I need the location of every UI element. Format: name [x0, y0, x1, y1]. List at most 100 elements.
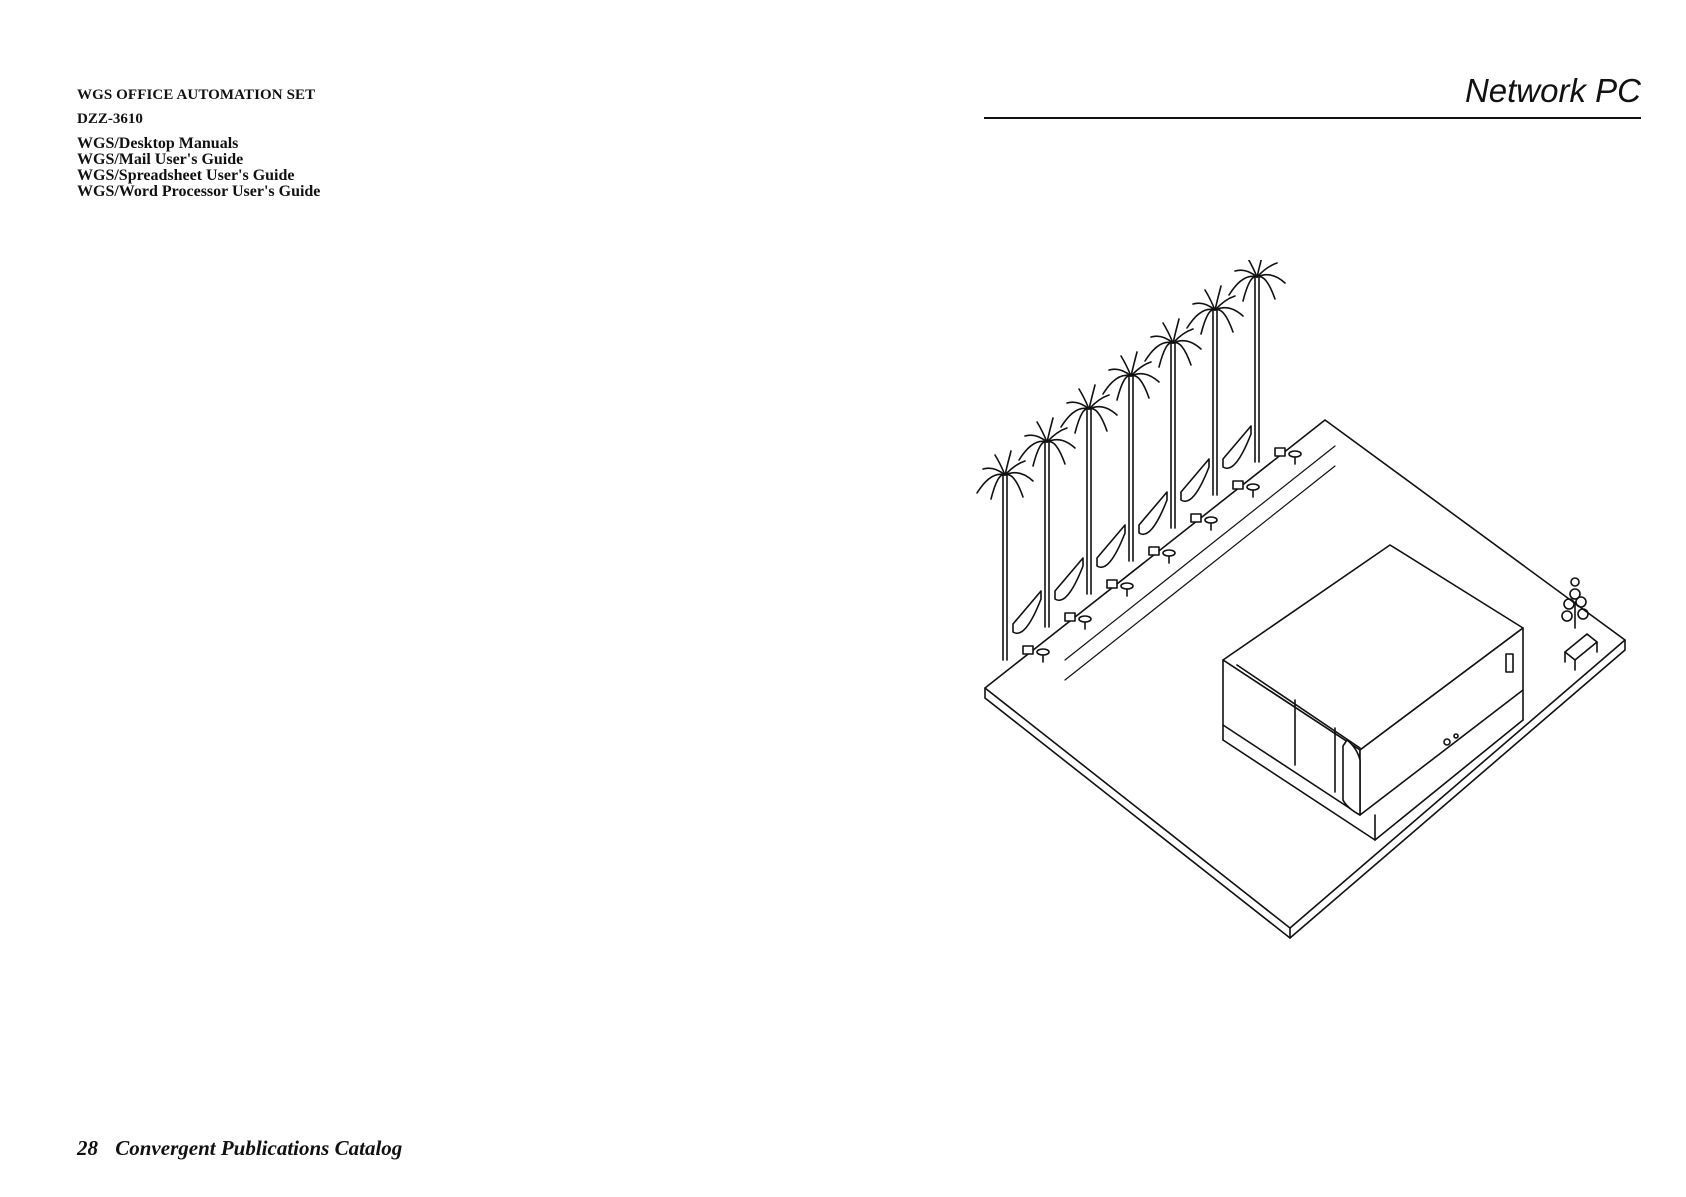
isometric-scene — [976, 252, 1626, 939]
workstation-chair — [1246, 483, 1260, 491]
list-item: WGS/Desktop Manuals — [77, 135, 239, 152]
palm-frond — [1004, 471, 1034, 482]
palm-frond — [1102, 374, 1132, 395]
palm-frond — [1088, 405, 1118, 416]
workstation — [1274, 447, 1302, 465]
workstation-chair — [1204, 516, 1218, 524]
list-item: WGS/Spreadsheet User's Guide — [77, 167, 295, 184]
workstation-monitor — [1106, 579, 1118, 589]
workstation-monitor — [1232, 480, 1244, 490]
palm-frond — [1214, 295, 1236, 311]
palm-frond — [994, 454, 1006, 476]
palm-tree — [1186, 285, 1244, 496]
page-footer: 28 Convergent Publications Catalog — [77, 1136, 402, 1161]
palm-frond — [1162, 322, 1174, 344]
palm-frond — [1172, 341, 1192, 366]
workstation — [1022, 645, 1050, 663]
section-rule — [984, 117, 1641, 119]
workstation-chair — [1162, 549, 1176, 557]
network-pc-unit — [1222, 544, 1524, 841]
palm-frond — [1078, 388, 1090, 410]
left-page-header: WGS OFFICE AUTOMATION SET DZZ-3610 WGS/D… — [77, 86, 497, 200]
palm-frond — [1088, 384, 1096, 410]
palm-frond — [1046, 427, 1068, 443]
set-title: WGS OFFICE AUTOMATION SET — [77, 87, 316, 103]
palm-frond — [1130, 351, 1138, 377]
palm-frond — [1158, 341, 1174, 368]
palm-frond — [990, 473, 1006, 500]
palm-frond — [1228, 275, 1258, 296]
workstation — [1148, 546, 1176, 564]
palm-frond — [1186, 308, 1216, 329]
desk-panel — [1138, 491, 1168, 536]
palm-frond — [1204, 289, 1216, 311]
palm-frond — [1214, 306, 1244, 317]
palm-frond — [1024, 434, 1048, 443]
workstation-chair — [1036, 648, 1050, 656]
palm-tree — [1228, 252, 1286, 463]
palm-frond — [1144, 341, 1174, 362]
workstation-monitor — [1190, 513, 1202, 523]
palm-frond — [1004, 473, 1024, 498]
palm-frond — [1004, 450, 1012, 476]
palm-frond — [1088, 394, 1110, 410]
palm-tree — [1144, 318, 1202, 529]
page-number: 28 — [77, 1136, 98, 1160]
palm-frond — [1130, 374, 1150, 399]
palm-frond — [1108, 368, 1132, 377]
palm-frond — [1088, 407, 1108, 432]
palm-frond — [1066, 401, 1090, 410]
palm-row — [976, 252, 1302, 663]
palm-frond — [1172, 339, 1202, 350]
palm-tree — [976, 450, 1034, 661]
manual-list: WGS/Desktop Manuals WGS/Mail User's Guid… — [77, 136, 497, 200]
workstation-chair — [1120, 582, 1134, 590]
section-header: Network PC — [984, 72, 1641, 120]
palm-frond — [1036, 421, 1048, 443]
palm-frond — [1046, 438, 1076, 449]
workstation-chair — [1288, 450, 1302, 458]
palm-frond — [1192, 302, 1216, 311]
palm-frond — [1234, 269, 1258, 278]
section-title: Network PC — [1464, 72, 1641, 109]
workstation — [1190, 513, 1218, 531]
palm-frond — [1214, 285, 1222, 311]
palm-frond — [1256, 275, 1276, 300]
list-item: WGS/Word Processor User's Guide — [77, 183, 321, 200]
palm-frond — [1200, 308, 1216, 335]
palm-frond — [982, 467, 1006, 476]
palm-frond — [1004, 460, 1026, 476]
palm-frond — [1130, 372, 1160, 383]
desk-panel — [1180, 458, 1210, 503]
workstation-chair — [1078, 615, 1092, 623]
palm-frond — [976, 473, 1006, 494]
workstation-monitor — [1022, 645, 1034, 655]
bench-and-plant — [1561, 577, 1598, 671]
workstation-monitor — [1274, 447, 1286, 457]
rail — [1064, 445, 1336, 681]
palm-frond — [1214, 308, 1234, 333]
palm-frond — [1116, 374, 1132, 401]
workstation-monitor — [1148, 546, 1160, 556]
palm-frond — [1060, 407, 1090, 428]
palm-frond — [1018, 440, 1048, 461]
palm-frond — [1246, 256, 1258, 278]
palm-tree — [1018, 417, 1076, 628]
palm-frond — [1256, 273, 1286, 284]
workstation — [1106, 579, 1134, 597]
palm-frond — [1256, 262, 1278, 278]
network-pc-illustration — [975, 252, 1655, 940]
palm-tree — [1060, 384, 1118, 595]
palm-frond — [1032, 440, 1048, 467]
palm-frond — [1046, 417, 1054, 443]
palm-frond — [1172, 318, 1180, 344]
palm-frond — [1172, 328, 1194, 344]
desk-panel — [1054, 557, 1084, 602]
palm-frond — [1242, 275, 1258, 302]
palm-frond — [1074, 407, 1090, 434]
catalog-title: Convergent Publications Catalog — [115, 1136, 403, 1160]
palm-frond — [1150, 335, 1174, 344]
palm-frond — [1046, 440, 1066, 465]
palm-frond — [1130, 361, 1152, 377]
list-item: WGS/Mail User's Guide — [77, 151, 244, 168]
